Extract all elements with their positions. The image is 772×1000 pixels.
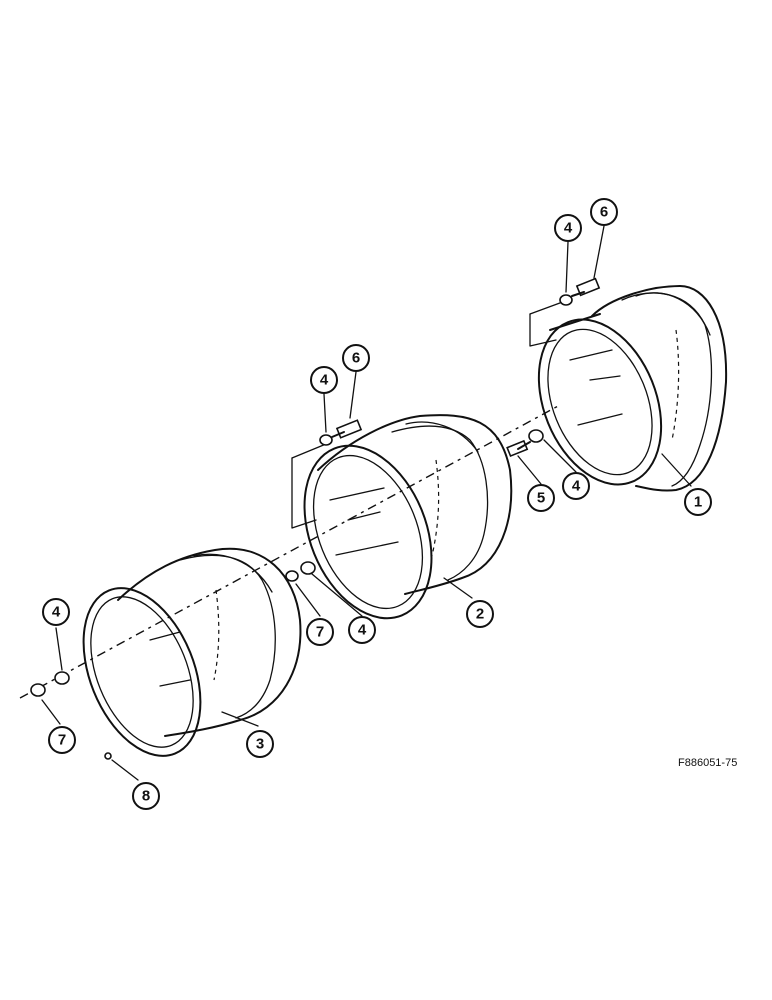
callout-4-label: 4: [564, 220, 573, 237]
callout-6-rim1: 6: [590, 198, 618, 226]
callout-1-label: 1: [694, 494, 702, 511]
callout-4-label: 4: [52, 604, 61, 621]
callout-4-rim1-top: 4: [554, 214, 582, 242]
leader-lines: [41, 225, 692, 781]
hardware-rim1-top: [529, 277, 601, 347]
callout-8-label: 8: [142, 788, 150, 805]
callout-4-label: 4: [572, 478, 581, 495]
callout-4-label: 4: [358, 622, 367, 639]
callout-8: 8: [132, 782, 160, 810]
callout-5-label: 5: [537, 490, 545, 507]
callout-7-label: 7: [58, 732, 66, 749]
hardware-rim2-bottom: [285, 561, 316, 582]
callout-7-rim2: 7: [306, 618, 334, 646]
callout-3-label: 3: [256, 736, 264, 753]
hardware-rim1-bottom: [506, 429, 544, 458]
callout-2: 2: [466, 600, 494, 628]
callout-3: 3: [246, 730, 274, 758]
callout-1: 1: [684, 488, 712, 516]
callout-6-rim2: 6: [342, 344, 370, 372]
rim-outer: [537, 285, 728, 492]
callout-4-rim2-bottom: 4: [348, 616, 376, 644]
callout-4-label: 4: [320, 372, 329, 389]
callout-4-rim3: 4: [42, 598, 70, 626]
callout-7-label: 7: [316, 624, 324, 641]
rim-inner: [82, 547, 302, 757]
callout-2-label: 2: [476, 606, 484, 623]
hardware-rim3: [30, 671, 112, 760]
hardware-rim2-top: [291, 419, 363, 529]
callout-4-rim2-top: 4: [310, 366, 338, 394]
rim-middle: [303, 414, 513, 620]
callout-6-label: 6: [352, 350, 360, 367]
callout-4-rim1-bottom: 4: [562, 472, 590, 500]
figure-id: F886051-75: [678, 757, 737, 769]
center-axis-line: [19, 404, 561, 699]
callout-6-label: 6: [600, 204, 608, 221]
callout-7-rim3: 7: [48, 726, 76, 754]
callout-5: 5: [527, 484, 555, 512]
